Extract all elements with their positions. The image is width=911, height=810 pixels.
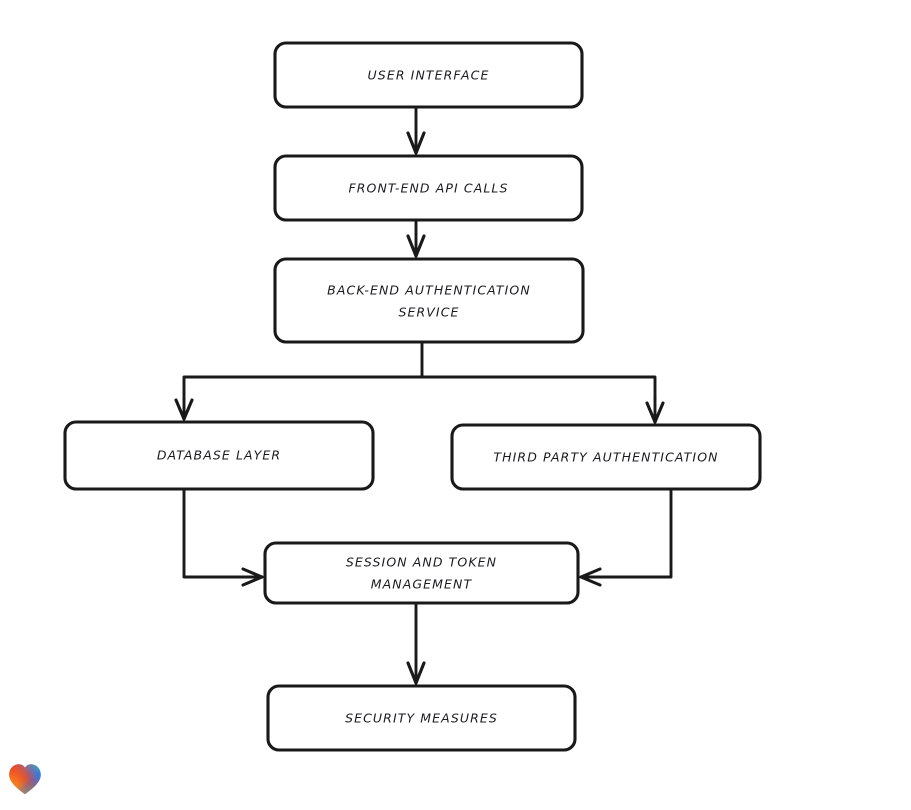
node-front-end-api-calls-box[interactable] [273, 154, 584, 222]
node-session-and-token-management[interactable]: SESSION AND TOKEN MANAGEMENT [263, 541, 580, 605]
edge-ui-to-api [406, 105, 426, 155]
node-user-interface-label: USER INTERFACE [368, 68, 490, 83]
node-database-layer-box[interactable] [63, 420, 375, 491]
node-third-party-authentication-box[interactable] [450, 423, 762, 491]
edge-backend-split-bus [182, 340, 657, 401]
node-third-party-authentication[interactable]: THIRD PARTY AUTHENTICATION [450, 423, 762, 491]
edge-session-to-security [406, 601, 426, 685]
node-user-interface-box[interactable] [273, 41, 584, 109]
edge-backend-to-database [174, 397, 194, 421]
edge-api-to-backend [406, 218, 426, 258]
node-security-measures-box[interactable] [266, 684, 577, 752]
node-security-measures[interactable]: SECURITY MEASURES [266, 684, 577, 752]
node-database-layer[interactable]: DATABASE LAYER [63, 420, 375, 491]
node-database-layer-label: DATABASE LAYER [157, 448, 281, 463]
node-back-end-authentication-service-label-line1: BACK-END AUTHENTICATION [327, 283, 531, 298]
node-back-end-authentication-service-label-line2: SERVICE [398, 305, 459, 320]
edge-database-to-session [182, 487, 264, 587]
edge-backend-to-thirdparty [645, 397, 665, 424]
node-third-party-authentication-label: THIRD PARTY AUTHENTICATION [493, 450, 718, 465]
node-session-and-token-management-label-line2: MANAGEMENT [371, 577, 473, 592]
node-session-and-token-management-label-line1: SESSION AND TOKEN [346, 555, 497, 570]
edge-thirdparty-to-session [579, 487, 673, 587]
node-back-end-authentication-service-box[interactable] [273, 257, 585, 344]
node-user-interface[interactable]: USER INTERFACE [273, 41, 584, 109]
node-back-end-authentication-service[interactable]: BACK-END AUTHENTICATION SERVICE [273, 257, 585, 344]
node-front-end-api-calls-label: FRONT-END API CALLS [348, 181, 508, 196]
node-front-end-api-calls[interactable]: FRONT-END API CALLS [273, 154, 584, 222]
node-session-and-token-management-box[interactable] [263, 541, 580, 605]
node-security-measures-label: SECURITY MEASURES [345, 711, 498, 726]
heart-logo-icon [9, 764, 41, 795]
